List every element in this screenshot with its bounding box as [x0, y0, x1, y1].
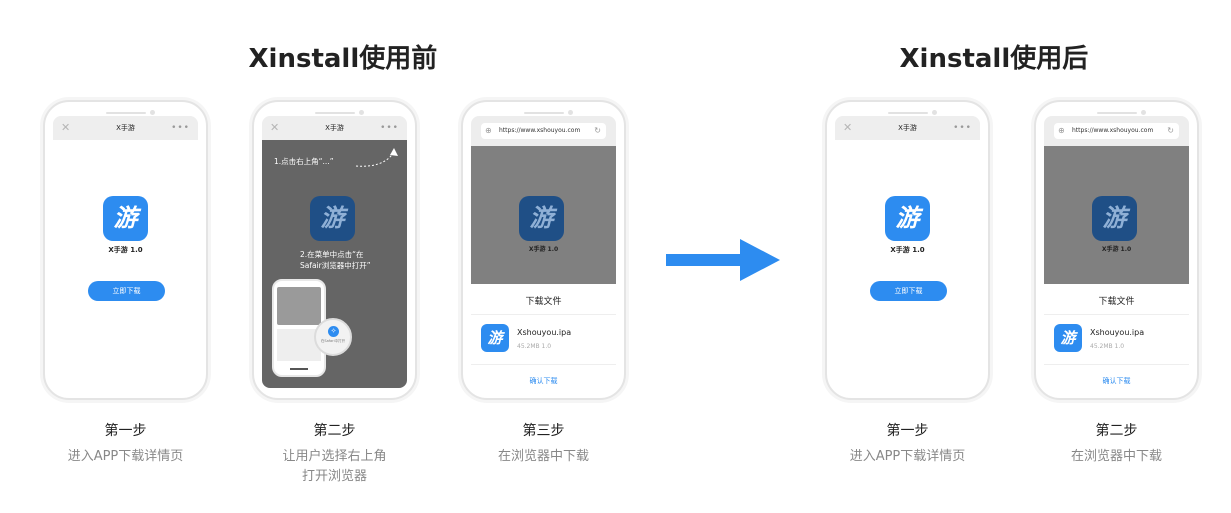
app-page-title: X手游	[898, 124, 917, 132]
before-step2-desc-line1: 让用户选择右上角	[252, 447, 417, 467]
arrow-right-icon	[666, 237, 782, 283]
phone-speaker	[315, 112, 355, 114]
file-app-icon: 游	[481, 324, 509, 352]
file-meta: 45.2MB 1.0	[1090, 343, 1124, 350]
phone-speaker	[106, 112, 146, 114]
globe-icon: ⊕	[1058, 123, 1065, 139]
app-icon: 游	[103, 196, 148, 241]
file-meta: 45.2MB 1.0	[517, 343, 551, 350]
url-field[interactable]: ⊕ https://www.xshouyou.com ↻	[1054, 123, 1179, 139]
globe-icon: ⊕	[485, 123, 492, 139]
phone-screen: ⊕ https://www.xshouyou.com ↻ 游 X手游 1.0 下…	[471, 116, 616, 388]
close-icon[interactable]: ✕	[270, 116, 279, 140]
hint-step2: 2.在菜单中点击“在 Safair浏览器中打开”	[300, 249, 371, 271]
phone-before-step2: ✕ X手游 ••• 游 1.点击右上角“...” 2.在菜单中点击“在 Safa…	[252, 100, 417, 400]
app-page-title: X手游	[116, 124, 135, 132]
more-icon[interactable]: •••	[171, 116, 190, 140]
phone-camera	[568, 110, 573, 115]
phone-speaker	[1097, 112, 1137, 114]
hint-arrow-icon	[354, 146, 404, 170]
app-page-title: X手游	[325, 124, 344, 132]
app-icon: 游	[310, 196, 355, 241]
app-title-bar: ✕ X手游 •••	[53, 116, 198, 140]
more-icon[interactable]: •••	[953, 116, 972, 140]
browser-url-bar: ⊕ https://www.xshouyou.com ↻	[1044, 116, 1189, 146]
phone-screen: ✕ X手游 ••• 游 X手游 1.0 立即下载	[835, 116, 980, 388]
sheet-title: 下载文件	[471, 294, 616, 307]
mini-phone-home-bar	[290, 368, 308, 370]
after-step2-title: 第二步	[1034, 420, 1199, 440]
hint-step2-line2: Safair浏览器中打开”	[300, 260, 371, 271]
after-step1-title: 第一步	[825, 420, 990, 440]
app-title-bar: ✕ X手游 •••	[835, 116, 980, 140]
browser-url-bar: ⊕ https://www.xshouyou.com ↻	[471, 116, 616, 146]
before-step2-desc: 让用户选择右上角 打开浏览器	[252, 447, 417, 487]
phone-speaker	[524, 112, 564, 114]
url-field[interactable]: ⊕ https://www.xshouyou.com ↻	[481, 123, 606, 139]
before-step2-title: 第二步	[252, 420, 417, 440]
after-section-title: Xinstall使用后	[900, 38, 1089, 75]
hint-step1: 1.点击右上角“...”	[274, 156, 334, 167]
phone-screen: ✕ X手游 ••• 游 1.点击右上角“...” 2.在菜单中点击“在 Safa…	[262, 116, 407, 388]
phone-speaker	[888, 112, 928, 114]
file-name: Xshouyou.ipa	[517, 328, 571, 337]
divider	[1044, 314, 1189, 315]
safari-label: 在Safari中打开	[318, 339, 348, 344]
phone-camera	[932, 110, 937, 115]
safari-icon: ✧	[328, 326, 339, 337]
confirm-download-button[interactable]: 确认下载	[1044, 376, 1189, 386]
phone-camera	[1141, 110, 1146, 115]
app-icon: 游	[1092, 196, 1137, 241]
before-step1-title: 第一步	[43, 420, 208, 440]
phone-after-step1: ✕ X手游 ••• 游 X手游 1.0 立即下载	[825, 100, 990, 400]
divider	[1044, 364, 1189, 365]
app-icon: 游	[519, 196, 564, 241]
safari-option[interactable]: ✧ 在Safari中打开	[314, 318, 352, 356]
phone-screen: ⊕ https://www.xshouyou.com ↻ 游 X手游 1.0 下…	[1044, 116, 1189, 388]
confirm-download-button[interactable]: 确认下载	[471, 376, 616, 386]
url-text: https://www.xshouyou.com	[1072, 127, 1153, 134]
app-name: X手游 1.0	[53, 245, 198, 255]
reload-icon[interactable]: ↻	[594, 123, 601, 139]
phone-after-step2: ⊕ https://www.xshouyou.com ↻ 游 X手游 1.0 下…	[1034, 100, 1199, 400]
after-step2-desc: 在浏览器中下载	[1034, 447, 1199, 467]
app-name: X手游 1.0	[471, 244, 616, 253]
app-title-bar: ✕ X手游 •••	[262, 116, 407, 140]
phone-before-step1: ✕ X手游 ••• 游 X手游 1.0 立即下载	[43, 100, 208, 400]
before-step1-desc: 进入APP下载详情页	[43, 447, 208, 467]
sheet-title: 下载文件	[1044, 294, 1189, 307]
download-sheet: 下载文件 游 Xshouyou.ipa 45.2MB 1.0 确认下载	[1044, 284, 1189, 388]
reload-icon[interactable]: ↻	[1167, 123, 1174, 139]
divider	[471, 364, 616, 365]
hint-step2-line1: 2.在菜单中点击“在	[300, 249, 371, 260]
app-name: X手游 1.0	[1044, 244, 1189, 253]
file-name: Xshouyou.ipa	[1090, 328, 1144, 337]
mini-phone-screen	[277, 287, 321, 325]
phone-camera	[359, 110, 364, 115]
phone-camera	[150, 110, 155, 115]
download-now-button[interactable]: 立即下载	[88, 281, 165, 301]
file-app-icon: 游	[1054, 324, 1082, 352]
app-name: X手游 1.0	[835, 245, 980, 255]
after-step1-desc: 进入APP下载详情页	[825, 447, 990, 467]
before-step2-desc-line2: 打开浏览器	[252, 467, 417, 487]
before-step3-title: 第三步	[461, 420, 626, 440]
close-icon[interactable]: ✕	[843, 116, 852, 140]
phone-screen: ✕ X手游 ••• 游 X手游 1.0 立即下载	[53, 116, 198, 388]
divider	[471, 314, 616, 315]
before-section-title: Xinstall使用前	[249, 38, 438, 75]
app-icon: 游	[885, 196, 930, 241]
download-now-button[interactable]: 立即下载	[870, 281, 947, 301]
close-icon[interactable]: ✕	[61, 116, 70, 140]
phone-before-step3: ⊕ https://www.xshouyou.com ↻ 游 X手游 1.0 下…	[461, 100, 626, 400]
more-icon[interactable]: •••	[380, 116, 399, 140]
before-step3-desc: 在浏览器中下载	[461, 447, 626, 467]
url-text: https://www.xshouyou.com	[499, 127, 580, 134]
download-sheet: 下载文件 游 Xshouyou.ipa 45.2MB 1.0 确认下载	[471, 284, 616, 388]
